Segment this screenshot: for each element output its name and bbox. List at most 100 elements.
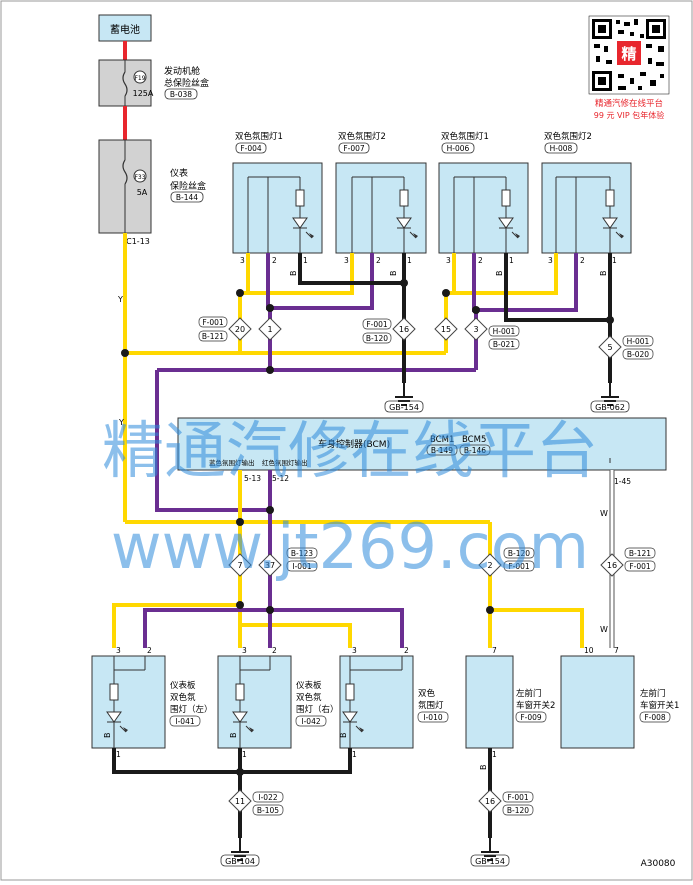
fuse-icon bbox=[122, 71, 128, 97]
svg-text:1: 1 bbox=[492, 750, 497, 759]
svg-text:H-001: H-001 bbox=[493, 327, 516, 336]
svg-text:3: 3 bbox=[473, 325, 478, 334]
svg-text:氛围灯: 氛围灯 bbox=[418, 700, 444, 711]
svg-text:左前门: 左前门 bbox=[640, 688, 666, 699]
lamp-top-3-name: 双色氛围灯1 bbox=[441, 131, 489, 142]
ground-icon bbox=[600, 382, 620, 406]
svg-text:B: B bbox=[103, 733, 112, 739]
svg-text:I-001: I-001 bbox=[292, 562, 311, 571]
svg-text:总保险丝盒: 总保险丝盒 bbox=[164, 77, 209, 89]
svg-text:1-45: 1-45 bbox=[614, 477, 631, 486]
svg-text:7: 7 bbox=[614, 646, 619, 655]
watermark-cn: 精通汽修在线平台 bbox=[102, 414, 598, 487]
svg-text:1: 1 bbox=[612, 256, 617, 265]
svg-text:F-008: F-008 bbox=[644, 713, 666, 722]
svg-text:发动机舱: 发动机舱 bbox=[164, 65, 200, 77]
svg-text:16: 16 bbox=[399, 325, 409, 334]
svg-text:仪表: 仪表 bbox=[170, 167, 188, 179]
svg-text:3: 3 bbox=[116, 646, 121, 655]
svg-text:车窗开关1: 车窗开关1 bbox=[640, 700, 679, 711]
svg-text:B: B bbox=[495, 271, 504, 277]
svg-text:2: 2 bbox=[487, 561, 492, 570]
lamp-bottom-center bbox=[339, 655, 414, 749]
svg-text:仪表板: 仪表板 bbox=[296, 680, 322, 691]
lamp-top-4 bbox=[541, 162, 632, 254]
svg-text:BCM1: BCM1 bbox=[430, 435, 454, 445]
svg-text:B-105: B-105 bbox=[257, 806, 279, 815]
svg-text:1: 1 bbox=[352, 750, 357, 759]
ground-icon bbox=[394, 382, 414, 406]
svg-text:B-021: B-021 bbox=[493, 340, 515, 349]
svg-text:2: 2 bbox=[272, 256, 277, 265]
svg-text:5A: 5A bbox=[137, 188, 148, 197]
svg-text:F-009: F-009 bbox=[520, 713, 542, 722]
svg-text:15: 15 bbox=[441, 325, 451, 334]
svg-text:F-004: F-004 bbox=[240, 144, 262, 153]
svg-text:B-146: B-146 bbox=[464, 446, 486, 455]
svg-text:2: 2 bbox=[580, 256, 585, 265]
ground-label-2: GB-062 bbox=[595, 403, 625, 412]
svg-text:W: W bbox=[600, 625, 608, 634]
svg-text:B-149: B-149 bbox=[431, 446, 453, 455]
qr-caption-1: 精通汽修在线平台 bbox=[595, 98, 663, 109]
wire-black-bottom bbox=[112, 748, 492, 838]
qr-badge: 精 bbox=[621, 45, 636, 63]
svg-text:16: 16 bbox=[607, 561, 617, 570]
svg-text:B: B bbox=[599, 271, 608, 277]
svg-text:3: 3 bbox=[242, 646, 247, 655]
svg-text:左前门: 左前门 bbox=[516, 688, 542, 699]
svg-text:B-121: B-121 bbox=[202, 332, 224, 341]
lamp-top-4-name: 双色氛围灯2 bbox=[544, 131, 592, 142]
svg-text:B-121: B-121 bbox=[629, 549, 651, 558]
svg-text:B-120: B-120 bbox=[508, 549, 530, 558]
svg-text:16: 16 bbox=[485, 797, 495, 806]
window-switch-2 bbox=[465, 655, 514, 749]
svg-text:H-001: H-001 bbox=[627, 337, 650, 346]
svg-text:3: 3 bbox=[344, 256, 349, 265]
svg-text:B-123: B-123 bbox=[291, 549, 313, 558]
svg-text:围灯（右）: 围灯（右） bbox=[296, 704, 339, 715]
svg-text:F19: F19 bbox=[134, 75, 145, 82]
qr-caption-2: 99 元 VIP 包年体验 bbox=[594, 110, 664, 120]
svg-text:2: 2 bbox=[272, 646, 277, 655]
window-switch-1 bbox=[560, 655, 635, 749]
svg-text:10: 10 bbox=[584, 646, 594, 655]
svg-text:11: 11 bbox=[235, 797, 245, 806]
svg-text:B: B bbox=[229, 733, 238, 739]
svg-text:1: 1 bbox=[407, 256, 412, 265]
svg-text:3: 3 bbox=[446, 256, 451, 265]
svg-text:B: B bbox=[289, 271, 298, 277]
lamp-bottom-right bbox=[217, 655, 292, 749]
svg-text:2: 2 bbox=[376, 256, 381, 265]
svg-text:F33: F33 bbox=[134, 174, 145, 181]
bcm-module bbox=[177, 417, 667, 471]
svg-text:1: 1 bbox=[303, 256, 308, 265]
svg-text:BCM5: BCM5 bbox=[462, 435, 486, 445]
svg-text:7: 7 bbox=[237, 561, 242, 570]
svg-text:F-001: F-001 bbox=[202, 318, 224, 327]
svg-text:3: 3 bbox=[240, 256, 245, 265]
svg-text:围灯（左）: 围灯（左） bbox=[170, 704, 213, 715]
fuse-icon bbox=[122, 159, 128, 185]
svg-text:37: 37 bbox=[265, 561, 275, 570]
svg-text:B: B bbox=[389, 271, 398, 277]
svg-text:B-120: B-120 bbox=[507, 806, 529, 815]
ground-label-3: GB-104 bbox=[225, 857, 255, 866]
svg-text:F-001: F-001 bbox=[629, 562, 651, 571]
lamp-top-2-name: 双色氛围灯2 bbox=[338, 131, 386, 142]
svg-text:B: B bbox=[479, 765, 488, 771]
svg-text:1: 1 bbox=[242, 750, 247, 759]
svg-text:2: 2 bbox=[404, 646, 409, 655]
svg-text:蓝色氛围灯输出: 蓝色氛围灯输出 bbox=[209, 458, 255, 467]
svg-text:2: 2 bbox=[478, 256, 483, 265]
svg-text:H-006: H-006 bbox=[447, 144, 470, 153]
svg-text:B: B bbox=[339, 733, 348, 739]
svg-text:Y: Y bbox=[118, 418, 124, 427]
svg-text:双色氛: 双色氛 bbox=[296, 692, 322, 703]
svg-text:F-001: F-001 bbox=[366, 320, 388, 329]
ground-label-1: GB-154 bbox=[389, 403, 419, 412]
svg-text:F-001: F-001 bbox=[508, 562, 530, 571]
svg-text:B-144: B-144 bbox=[176, 193, 198, 202]
